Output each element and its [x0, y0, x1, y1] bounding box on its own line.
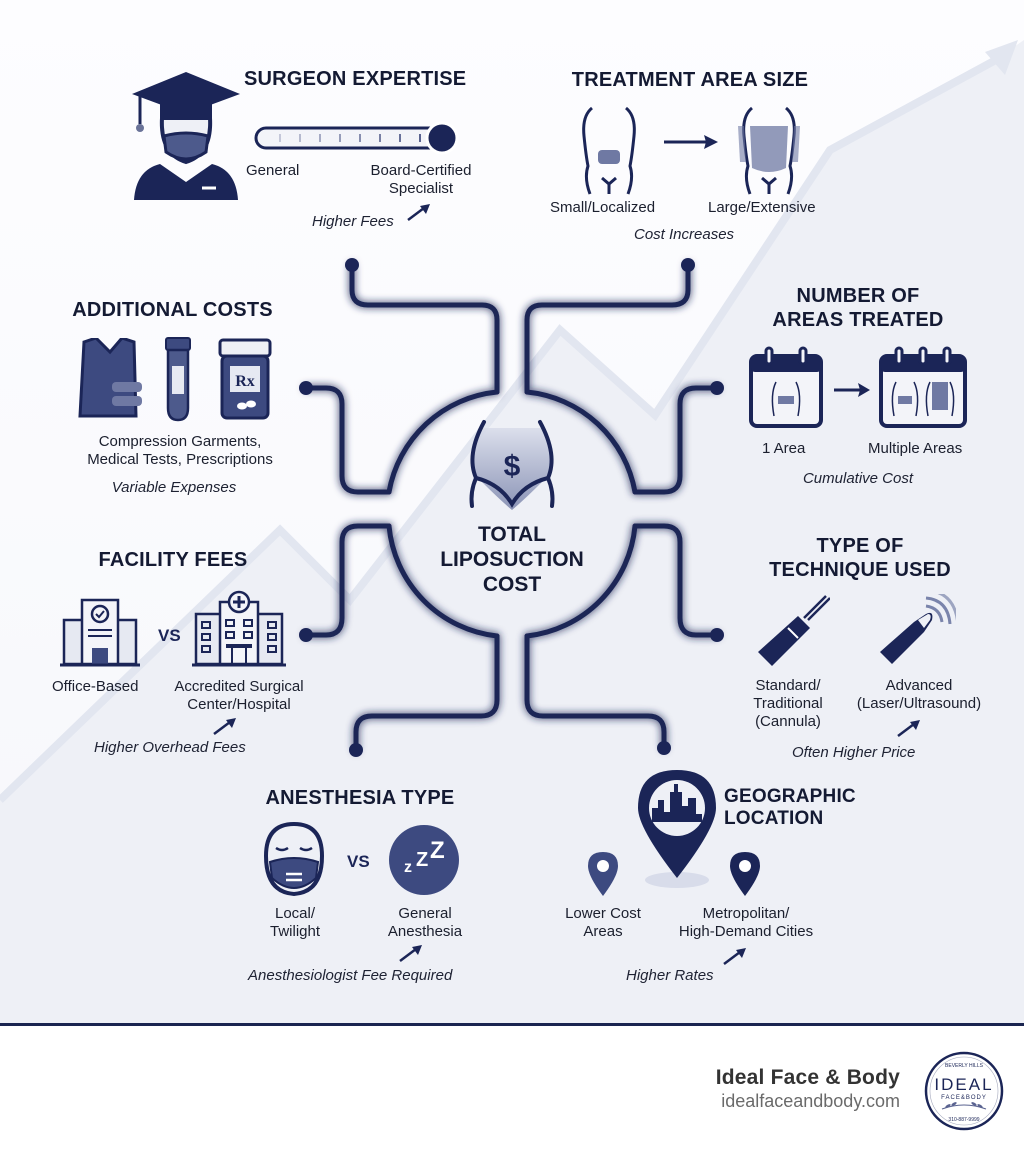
arrow-right-icon — [664, 135, 718, 149]
footer: Ideal Face & Body idealfaceandbody.com B… — [0, 1026, 1024, 1154]
city-location-pin-icon — [638, 770, 716, 888]
torso-dollar-icon: $ — [469, 420, 555, 510]
calendar-multiple-areas-icon — [879, 346, 967, 428]
expertise-slider-icon — [254, 121, 459, 155]
factor-title: SURGEON EXPERTISE — [244, 68, 467, 90]
accredited-label: Accredited Surgical Center/Hospital — [174, 678, 304, 713]
ideal-face-body-seal-logo: BEVERLY HILLS IDEAL FACE&BODY 310-887-99… — [924, 1051, 1004, 1131]
board-certified-label: Board-Certified Specialist — [370, 162, 472, 197]
svg-text:BEVERLY HILLS: BEVERLY HILLS — [945, 1063, 984, 1069]
node-dot — [345, 258, 359, 272]
factor-title: NUMBER OF AREAS TREATED — [772, 285, 944, 331]
small-area-body-icon — [582, 106, 636, 195]
footer-divider — [0, 1023, 1024, 1026]
factor-geographic-location: GEOGRAPHIC LOCATION Lower Cost Areas Met… — [550, 760, 856, 990]
prescription-bottle-icon: Rx — [218, 338, 272, 420]
svg-text:Z: Z — [430, 837, 445, 864]
surgeon-graduate-icon — [132, 72, 240, 200]
svg-text:$: $ — [504, 450, 521, 483]
advanced-technique-label: Advanced (Laser/Ultrasound) — [856, 677, 982, 712]
up-arrow-icon — [213, 718, 236, 735]
factor-anesthesia: ANESTHESIA TYPE VS z Z Z Local/ Twilight… — [240, 780, 500, 990]
factor-title: TYPE OF TECHNIQUE USED — [769, 535, 951, 581]
brand-block: Ideal Face & Body idealfaceandbody.com — [715, 1066, 900, 1111]
svg-text:IDEAL: IDEAL — [934, 1075, 993, 1094]
svg-text:310-887-9999: 310-887-9999 — [948, 1117, 979, 1123]
factor-number-of-areas: NUMBER OF AREAS TREATED 1 Area M — [730, 280, 990, 500]
hospital-building-icon — [192, 590, 286, 667]
laser-ultrasound-icon — [880, 594, 956, 664]
connector-diagram: $ — [299, 258, 724, 757]
additional-costs-label: Compression Garments, Medical Tests, Pre… — [87, 433, 273, 468]
up-arrow-icon — [897, 720, 920, 737]
svg-text:z: z — [404, 859, 412, 876]
factor-surgeon-expertise: SURGEON EXPERTISE General Board-Certifie… — [128, 40, 508, 240]
svg-text:FACE&BODY: FACE&BODY — [941, 1095, 987, 1101]
standard-technique-label: Standard/ Traditional (Cannula) — [753, 677, 823, 730]
brand-url-link[interactable]: idealfaceandbody.com — [721, 1091, 900, 1111]
center-title: TOTAL LIPOSUCTION COST — [440, 523, 584, 596]
factor-title: GEOGRAPHIC LOCATION — [724, 786, 856, 829]
svg-text:Z: Z — [416, 849, 428, 871]
lower-cost-label: Lower Cost Areas — [565, 905, 641, 940]
svg-text:Rx: Rx — [235, 373, 255, 390]
large-area-body-icon — [738, 106, 800, 195]
office-building-icon — [60, 598, 140, 667]
factor-facility-fees: FACILITY FEES VS — [40, 540, 340, 760]
arrow-right-icon — [834, 383, 870, 397]
trend-arrow-background — [0, 40, 1024, 1025]
compression-garment-icon — [78, 338, 142, 418]
factor-technique: TYPE OF TECHNIQUE USED Standard/ Traditi… — [730, 530, 1020, 770]
up-arrow-icon — [399, 945, 422, 962]
local-twilight-label: Local/ Twilight — [269, 905, 321, 940]
infographic-canvas: $ TOTAL LIPOSUCTION COST SURGEON EXPERTI… — [0, 0, 1024, 1025]
factor-additional-costs: ADDITIONAL COSTS Rx Compression Garments… — [50, 290, 310, 510]
up-arrow-icon — [407, 204, 430, 221]
masked-face-icon — [264, 822, 324, 896]
lower-cost-pin-icon — [588, 852, 618, 896]
general-anesthesia-label: General Anesthesia — [387, 905, 463, 940]
calendar-single-area-icon — [749, 346, 823, 428]
cannula-icon — [758, 595, 830, 666]
sleep-zzz-icon: z Z Z — [389, 825, 459, 895]
up-arrow-icon — [723, 948, 746, 965]
metropolitan-label: Metropolitan/ High-Demand Cities — [678, 905, 814, 940]
test-tube-icon — [165, 337, 191, 422]
factor-treatment-area-size: TREATMENT AREA SIZE Small/Localized Larg… — [550, 69, 816, 243]
metro-pin-icon — [730, 852, 760, 896]
